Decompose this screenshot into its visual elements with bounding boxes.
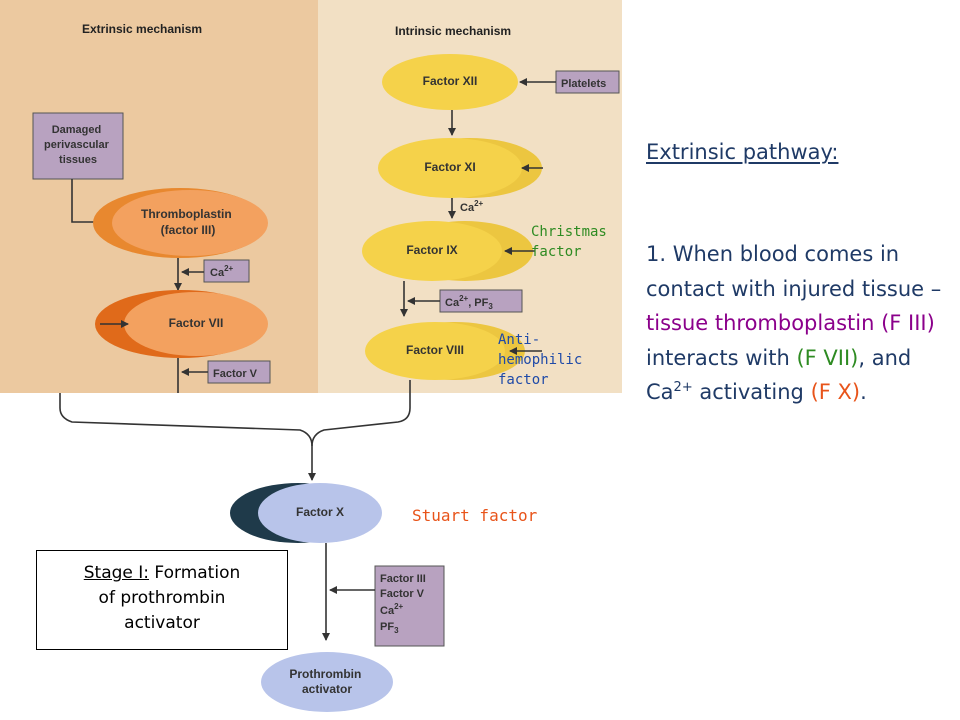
ca-extrinsic-label: Ca2+ [210,264,234,279]
factor-vii-node: Factor VII [95,290,268,358]
platelets-label: Platelets [561,78,606,90]
factor-x-node: Factor X [230,483,382,543]
factor-ix-node: Factor IX [362,221,533,281]
intrinsic-converge-line [311,392,411,447]
cofactors-box [374,565,445,647]
factor-xii-node: Factor XII [382,54,518,110]
factor-vii-label: Factor VII [169,316,224,330]
factor-x-label: Factor X [296,505,344,519]
prothrombin-activator-label: Prothrombin activator [289,667,364,696]
extrinsic-heading: Extrinsic mechanism [82,22,203,36]
stage-box: Stage I: Formation of prothrombin activa… [36,550,288,650]
cofactors-label: Factor III Factor V Ca2+ PF3 [380,573,429,635]
intrinsic-heading: Intrinsic mechanism [395,24,512,38]
factor-xi-node: Factor XI [378,138,542,198]
damaged-tissues-label: Damaged perivascular tissues [44,124,112,166]
factor-xii-label: Factor XII [423,74,478,88]
antihemophilic-factor-label: Anti- hemophilic factor [498,332,583,388]
explanation-text: 1. When blood comes in contact with inju… [646,242,942,404]
damaged-tissues-box [32,112,124,180]
factor-viii-label: Factor VIII [406,343,464,357]
extrinsic-converge-line [59,393,313,447]
stage-prefix: Stage I: [83,563,150,583]
factor-ix-label: Factor IX [406,243,457,257]
christmas-factor-label: Christmas factor [531,224,607,260]
ca-intrinsic-label: Ca2+ [460,199,484,214]
factor-viii-node: Factor VIII [365,322,525,380]
stuart-factor-label: Stuart factor [412,506,538,525]
ca-extrinsic-box [203,259,250,283]
prothrombin-activator-node: Prothrombin activator [261,652,393,712]
explanation-title: Extrinsic pathway: [646,140,839,164]
factor-xi-label: Factor XI [424,160,475,174]
thromboplastin-label: Thromboplastin (factor III) [141,207,235,237]
thromboplastin-node: Thromboplastin (factor III) [93,188,268,258]
ca-pf3-label: Ca2+, PF3 [445,294,493,311]
factor-v-label: Factor V [213,368,258,380]
